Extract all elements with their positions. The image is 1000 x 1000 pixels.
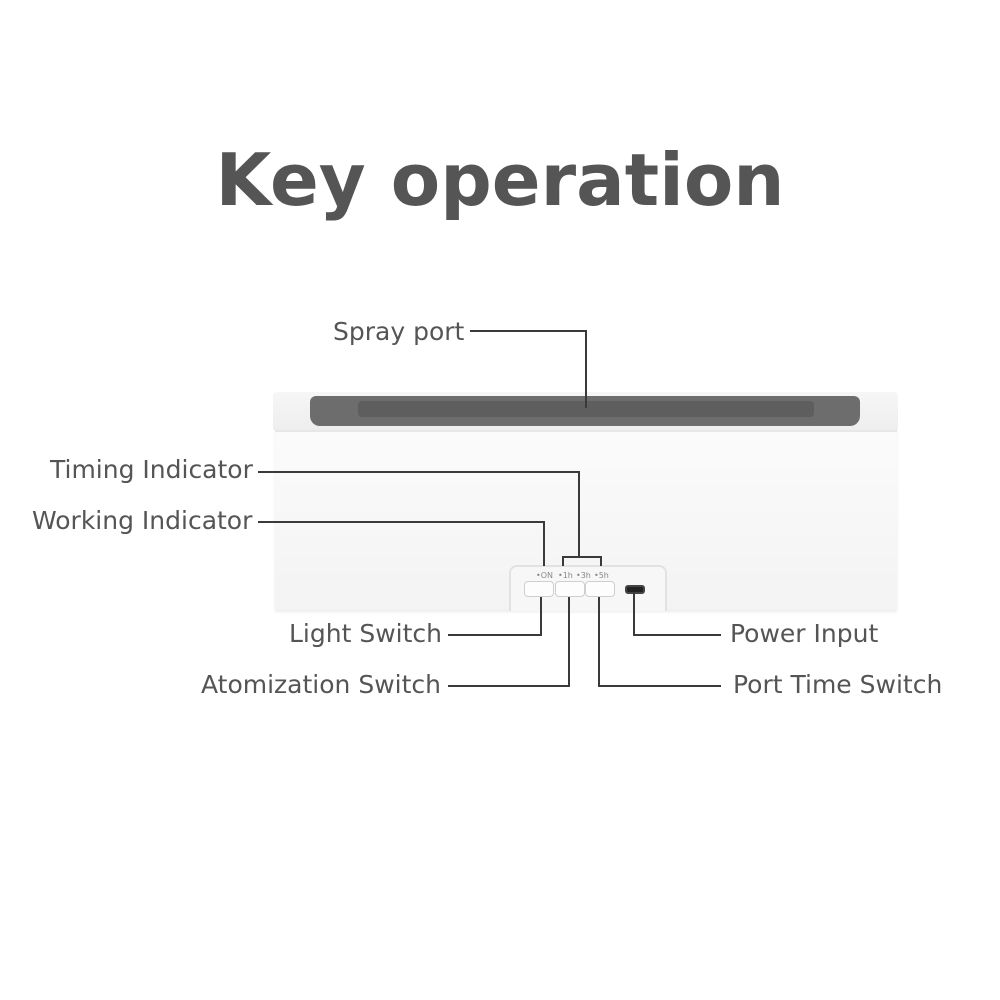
page-title: Key operation: [215, 138, 785, 222]
leader-timing-v: [578, 471, 580, 558]
leader-working-v: [543, 521, 545, 566]
leader-spray-h: [470, 330, 587, 332]
indicator-on: •ON: [536, 571, 553, 580]
label-power-input: Power Input: [730, 619, 879, 648]
leader-power-h: [633, 634, 721, 636]
leader-atomization-h: [448, 685, 570, 687]
label-working-indicator: Working Indicator: [32, 506, 253, 535]
label-timing-indicator: Timing Indicator: [50, 455, 253, 484]
leader-spray-v: [585, 330, 587, 408]
leader-working-h: [258, 521, 545, 523]
leader-power-v: [633, 592, 635, 636]
leader-atomization-v: [568, 597, 570, 687]
leader-porttime-h: [598, 685, 721, 687]
leader-timing-bracket-right: [600, 556, 602, 566]
port-time-switch-button[interactable]: [585, 581, 615, 597]
leader-porttime-v: [598, 597, 600, 687]
power-input-port: [625, 585, 645, 594]
indicator-5h: •5h: [594, 571, 609, 580]
spray-port-inner: [358, 401, 814, 417]
label-light-switch: Light Switch: [289, 619, 442, 648]
label-spray-port: Spray port: [333, 317, 465, 346]
atomization-switch-button[interactable]: [555, 581, 585, 597]
leader-light-v: [540, 597, 542, 636]
label-port-time-switch: Port Time Switch: [733, 670, 943, 699]
leader-timing-bracket-left: [562, 556, 564, 566]
leader-light-h: [448, 634, 542, 636]
leader-timing-h: [258, 471, 580, 473]
light-switch-button[interactable]: [524, 581, 554, 597]
indicator-1h: •1h: [558, 571, 573, 580]
leader-timing-bracket: [562, 556, 602, 558]
indicator-3h: •3h: [576, 571, 591, 580]
label-atomization-switch: Atomization Switch: [201, 670, 441, 699]
